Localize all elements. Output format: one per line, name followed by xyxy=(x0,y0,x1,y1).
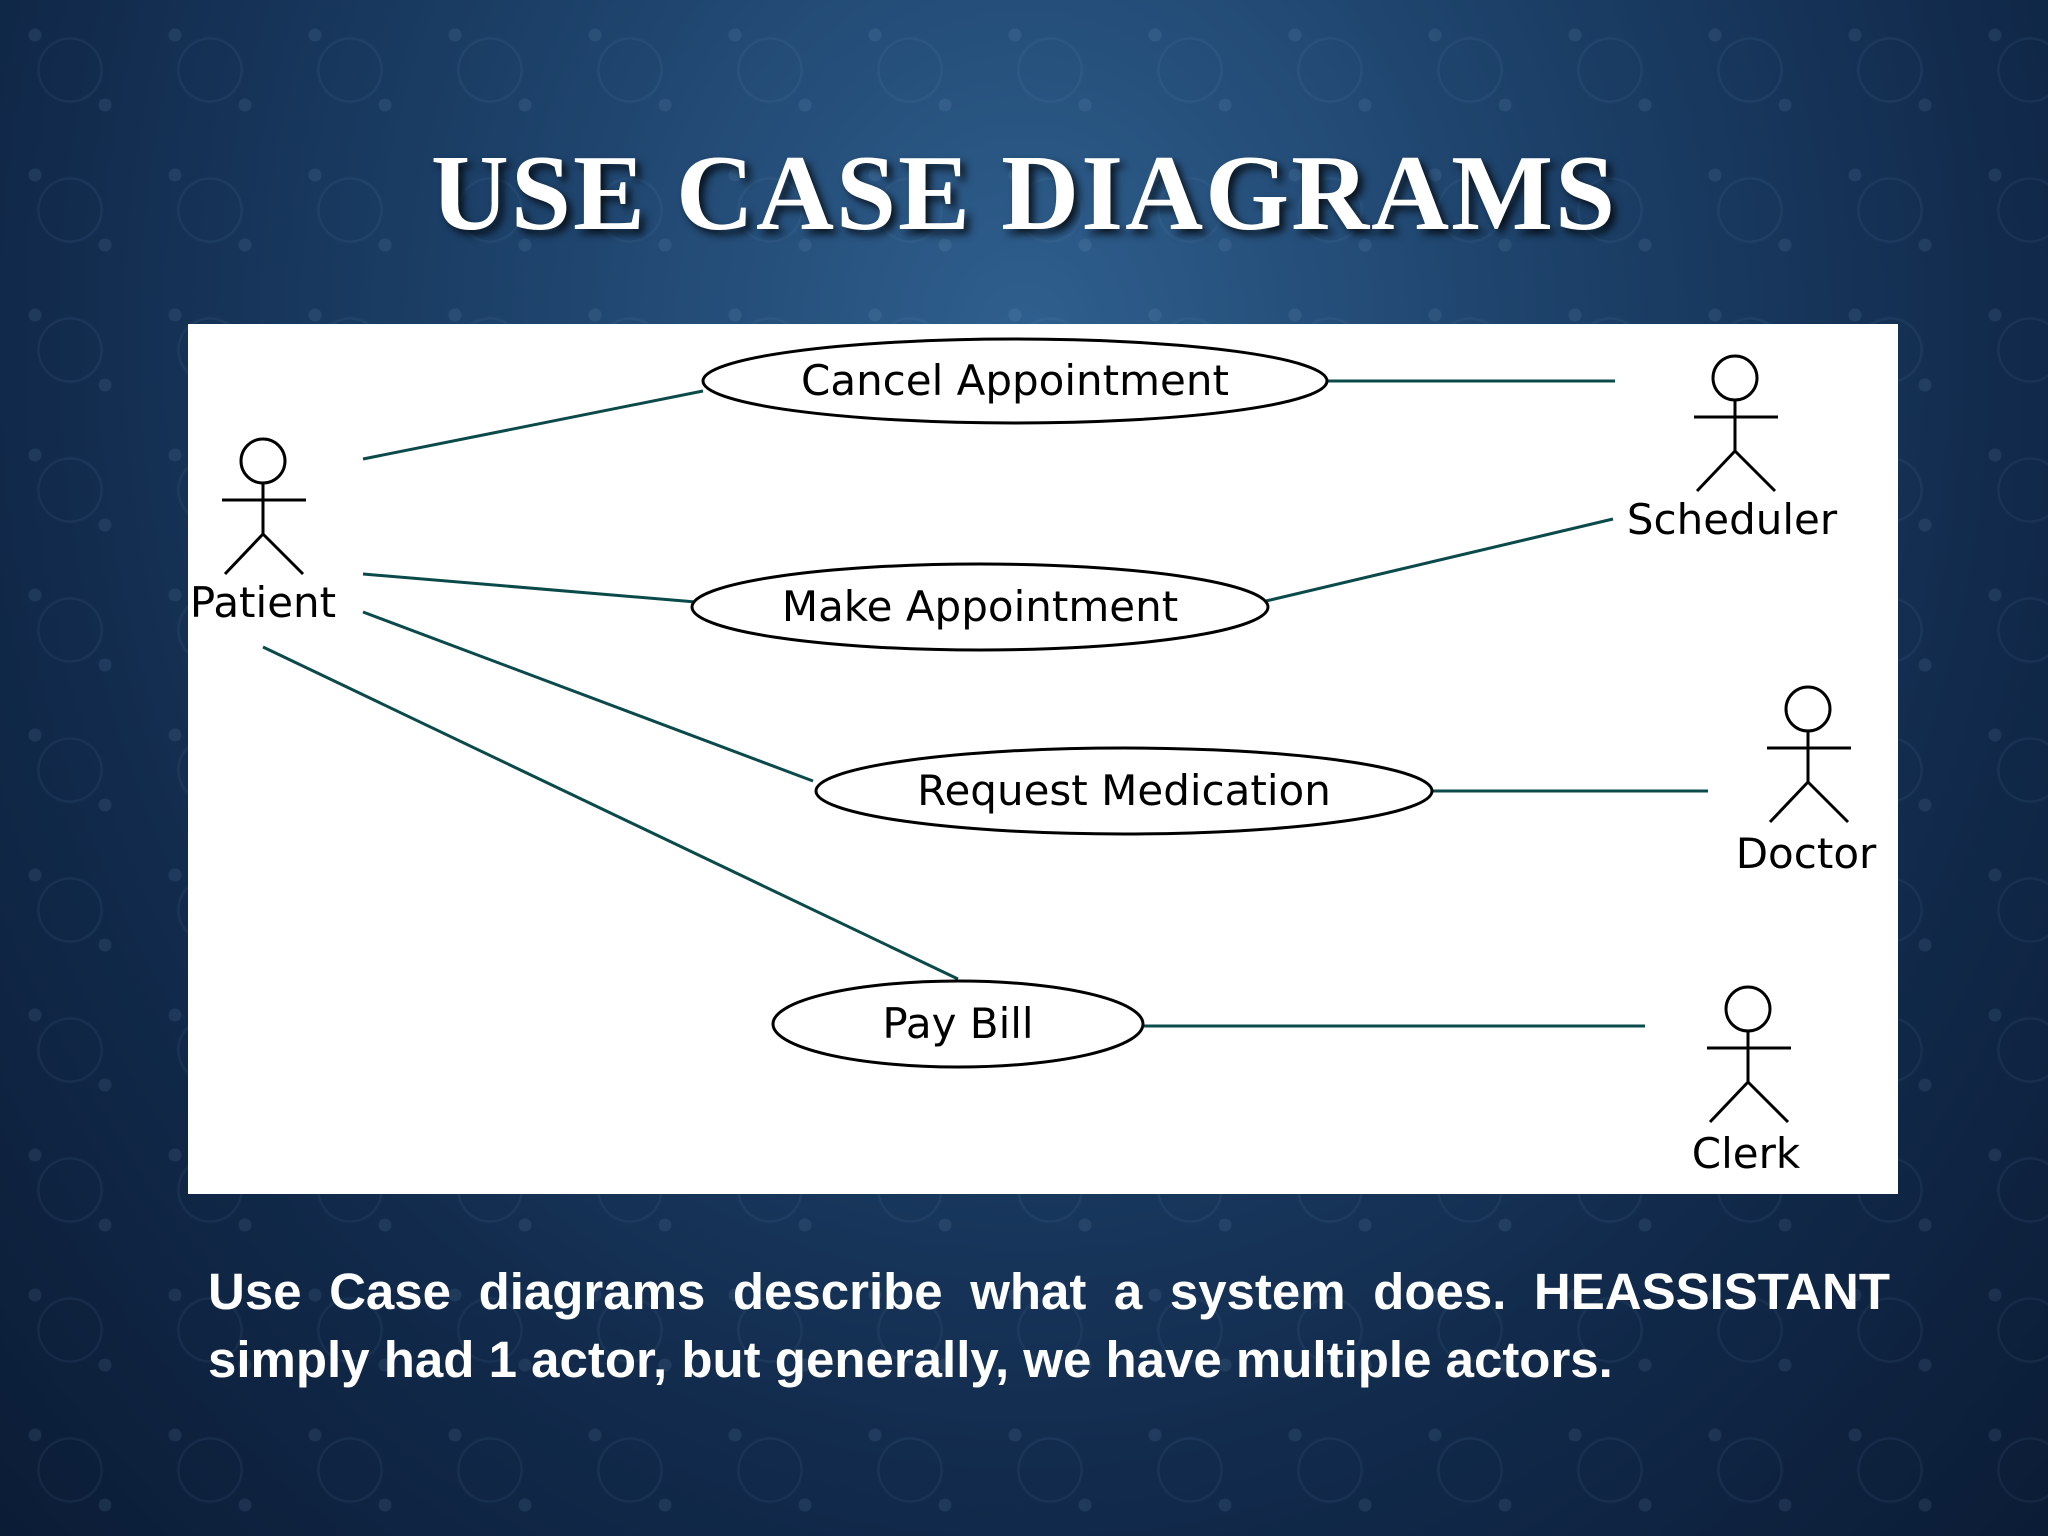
actor-label-doctor: Doctor xyxy=(1736,829,1877,878)
association-make-scheduler xyxy=(1265,517,1614,603)
association-patient-cancel xyxy=(362,389,704,461)
actor-label-patient: Patient xyxy=(190,578,336,627)
slide-body-text: Use Case diagrams describe what a system… xyxy=(208,1263,1890,1388)
association-patient-make xyxy=(362,572,697,604)
slide-title: USE CASE DIAGRAMS xyxy=(430,134,1618,253)
use-case-request-medication xyxy=(814,746,1434,836)
use-case-make-appointment xyxy=(690,562,1270,652)
use-case-label: Request Medication xyxy=(917,766,1331,815)
use-case-label: Cancel Appointment xyxy=(801,356,1229,405)
actor-scheduler-figure xyxy=(1694,354,1778,493)
actor-doctor-figure xyxy=(1767,685,1851,824)
actor-patient-figure xyxy=(222,437,306,576)
association-patient-request xyxy=(362,610,814,783)
use-case-pay-bill xyxy=(771,979,1145,1069)
actor-clerk-figure xyxy=(1707,985,1791,1124)
use-case-diagram: Cancel Appointment Make Appointment Requ… xyxy=(188,324,1898,1194)
actor-label-clerk: Clerk xyxy=(1692,1129,1801,1178)
use-case-label: Make Appointment xyxy=(782,582,1178,631)
association-patient-pay xyxy=(262,645,959,981)
use-case-label: Pay Bill xyxy=(882,999,1033,1048)
diagram-canvas: Cancel Appointment Make Appointment Requ… xyxy=(190,337,1877,1178)
use-case-cancel-appointment xyxy=(701,337,1329,425)
actor-label-scheduler: Scheduler xyxy=(1627,495,1838,544)
